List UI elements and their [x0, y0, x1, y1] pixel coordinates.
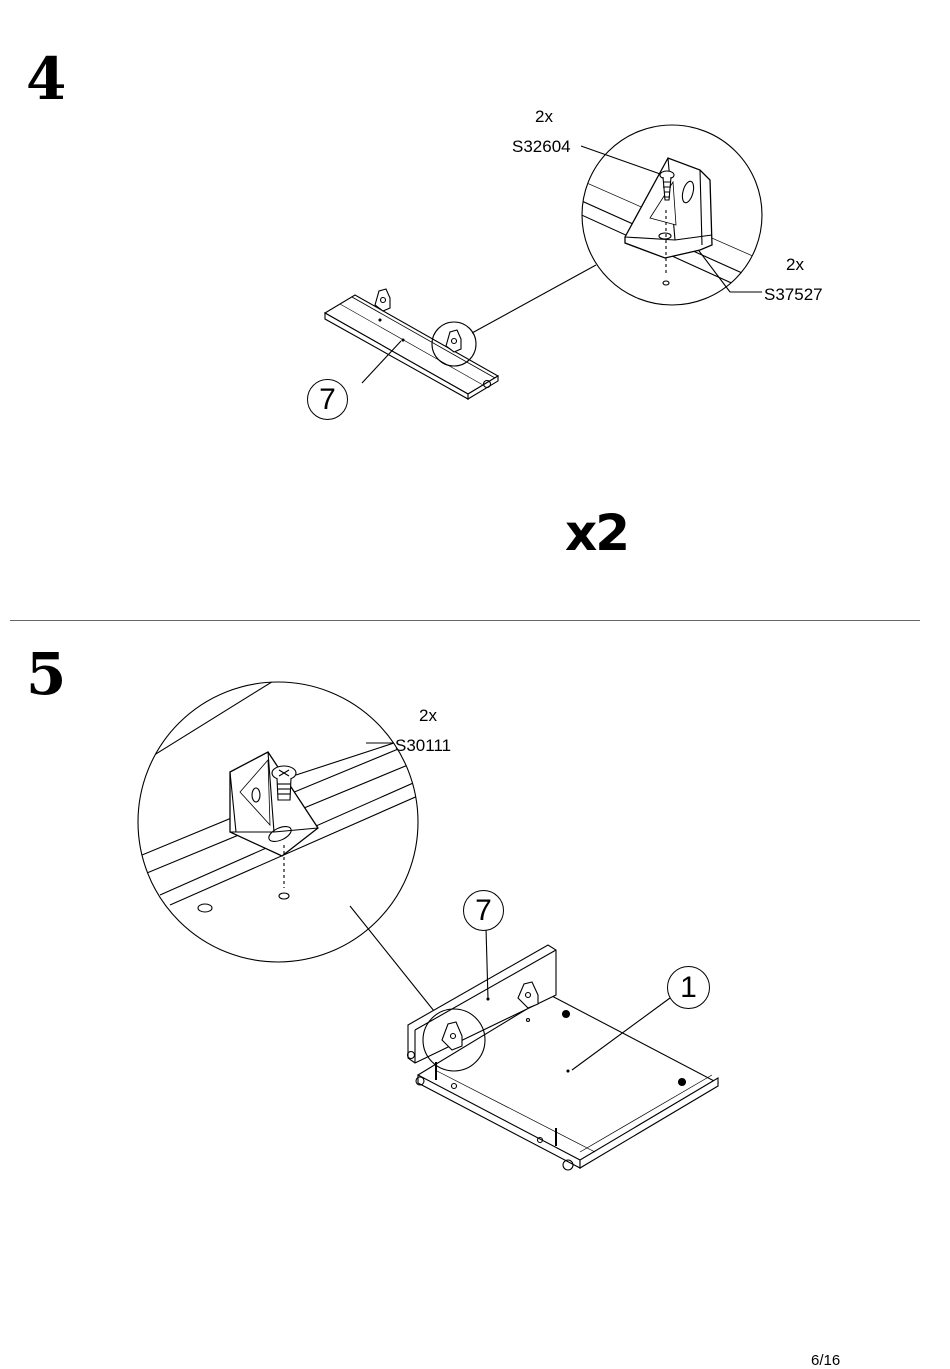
- step5-part1-qty: 2x: [419, 707, 437, 724]
- step4-part-callout: 7: [307, 379, 348, 420]
- page-number: 6/16: [811, 1352, 840, 1369]
- step4-illustration: [325, 125, 780, 399]
- step5-part1-code: S30111: [395, 737, 451, 754]
- step4-rail-part: [325, 289, 498, 399]
- step4-part2-code: S37527: [764, 286, 823, 303]
- step5-detail-view: [130, 680, 420, 962]
- step-divider: [10, 620, 920, 621]
- step4-part1-code: S32604: [512, 138, 571, 155]
- step4-detail-view: [575, 125, 780, 305]
- step-5-number: 5: [26, 645, 66, 703]
- step5-callout-part-7: 7: [463, 890, 504, 931]
- step4-part1-qty: 2x: [535, 108, 553, 125]
- step4-multiplier: x2: [565, 508, 628, 558]
- step4-part2-qty: 2x: [786, 256, 804, 273]
- step-4-number: 4: [26, 50, 66, 108]
- step5-callout-part-1: 1: [667, 966, 710, 1009]
